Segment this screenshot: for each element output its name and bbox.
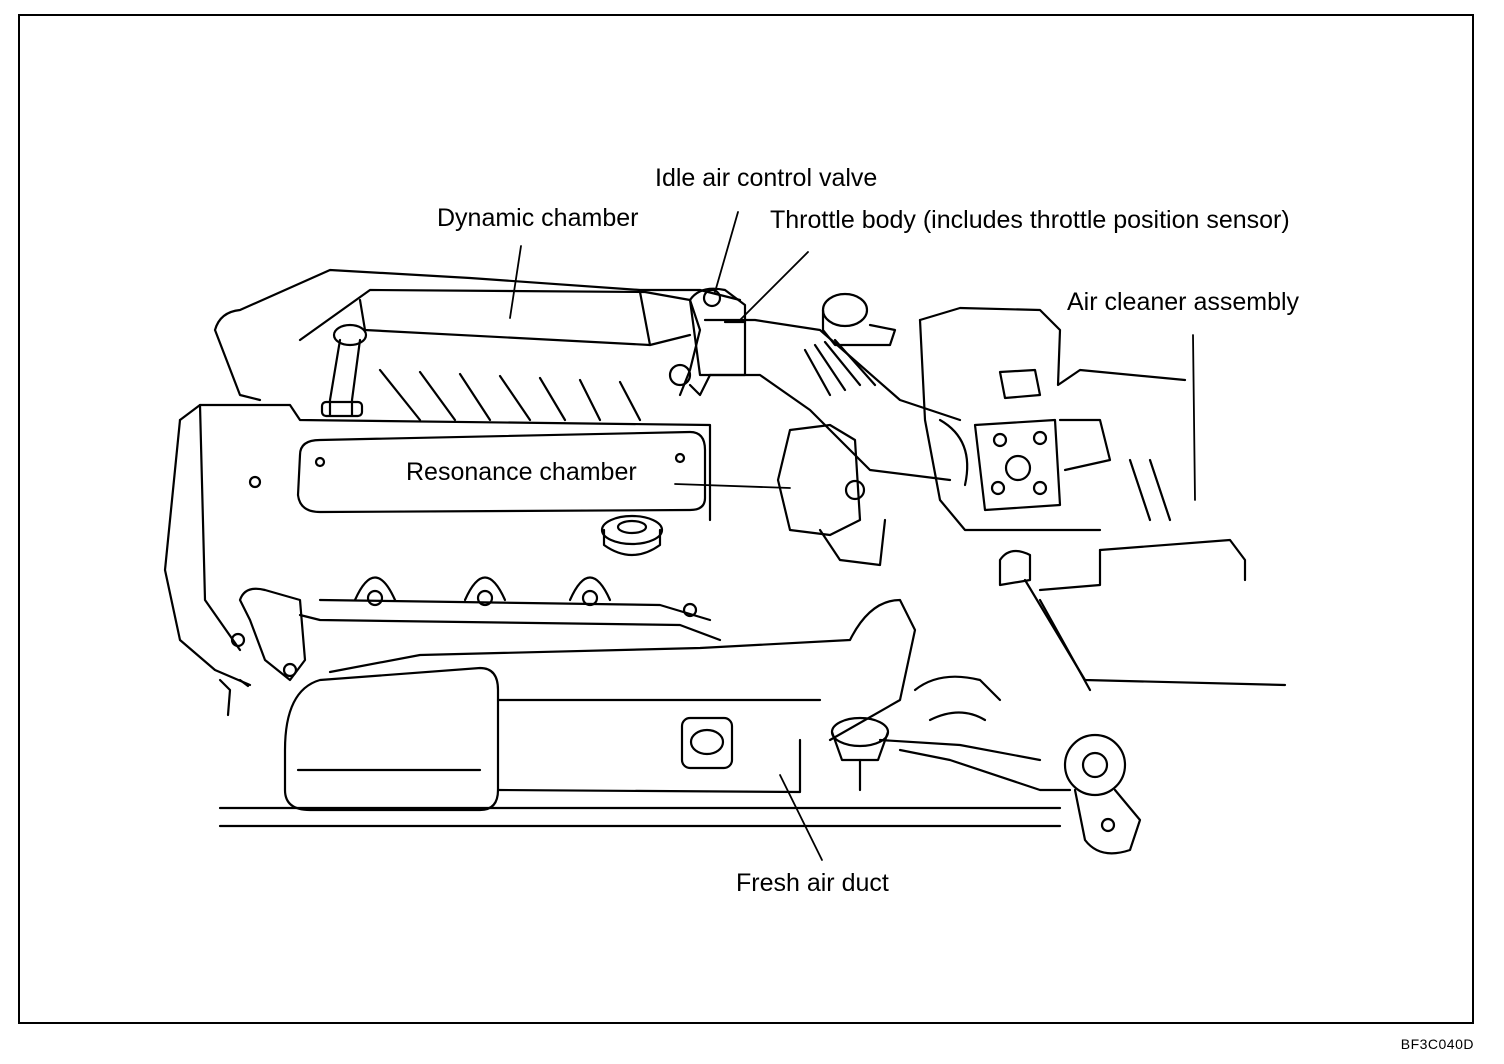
coolant-reservoir (821, 292, 897, 347)
leader-air-cleaner (1192, 334, 1196, 501)
leader-dynamic-chamber (509, 245, 522, 319)
lower-hoses (878, 549, 1072, 792)
leader-idle-air-control-valve (714, 211, 739, 293)
oil-filler-cap (600, 514, 664, 556)
label-air-cleaner-assembly: Air cleaner assembly (1067, 288, 1300, 316)
label-idle-air-control-valve: Idle air control valve (655, 164, 878, 192)
spark-plug-bays (230, 576, 722, 682)
leader-resonance-chamber (674, 483, 791, 489)
label-resonance-chamber: Resonance chamber (406, 458, 637, 486)
dynamic-chamber-shape (298, 288, 702, 422)
resonance-chamber-shape (776, 423, 887, 567)
fresh-air-duct-shape (283, 598, 917, 812)
air-cleaner-shape (918, 306, 1187, 532)
radiator-cap (830, 716, 890, 792)
throttle-body-shape (668, 287, 747, 397)
leader-lines (509, 211, 1196, 861)
breather-hose (320, 323, 368, 418)
label-fresh-air-duct: Fresh air duct (736, 869, 889, 897)
leader-fresh-air-duct (779, 774, 823, 861)
firewall-outline (213, 268, 742, 402)
diagram-frame (18, 14, 1474, 1024)
battery-tray (1023, 538, 1287, 692)
leader-throttle-body (737, 251, 809, 323)
body-baseline (218, 806, 1062, 828)
label-throttle-body: Throttle body (includes throttle positio… (770, 206, 1290, 234)
label-dynamic-chamber: Dynamic chamber (437, 204, 639, 232)
cylinder-head-cover (163, 403, 712, 717)
mounting-bracket (1063, 733, 1142, 855)
figure-code: BF3C040D (1400, 1036, 1474, 1052)
